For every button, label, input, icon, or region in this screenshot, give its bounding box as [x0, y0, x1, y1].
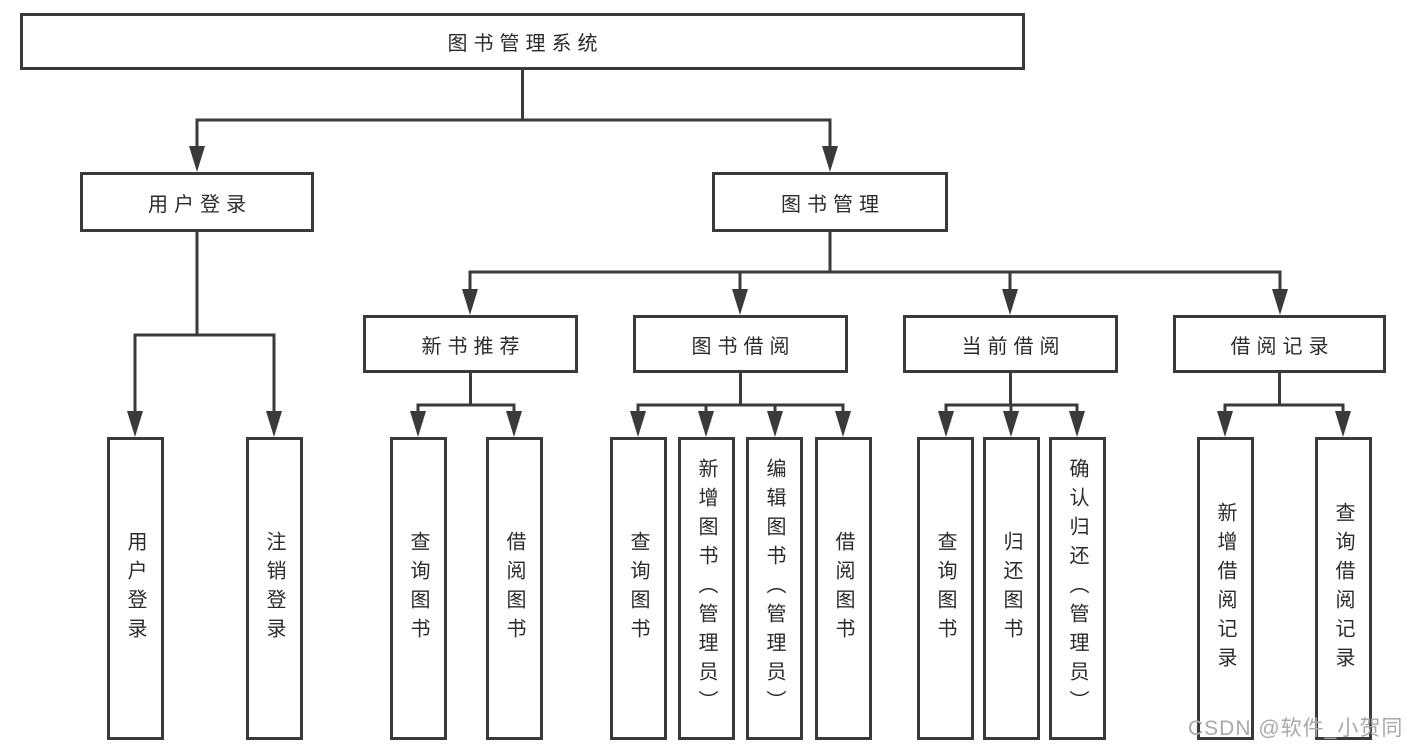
arrowhead-down-icon: [698, 411, 714, 437]
leaf-query-books-current: 查询图书: [917, 437, 974, 740]
node-book-management: 图书管理: [712, 172, 948, 232]
leaf-return-books: 归还图书: [983, 437, 1040, 740]
connector-current-borrow-to-leaves: [938, 373, 1085, 437]
node-label: 借阅图书: [503, 530, 525, 647]
connector-new-book-rec-to-leaves: [410, 373, 522, 437]
leaf-borrow-books-recommend: 借阅图书: [486, 437, 543, 740]
node-label: 新书推荐: [421, 335, 526, 358]
node-label: 查询借阅记录: [1332, 501, 1354, 676]
connector-user-login-to-leaves: [127, 232, 282, 437]
node-label: 借阅图书: [832, 530, 854, 647]
node-user-login: 用户登录: [80, 172, 314, 232]
arrowhead-down-icon: [767, 411, 783, 437]
node-label: 用户登录: [148, 193, 252, 216]
leaf-user-login: 用户登录: [107, 437, 164, 740]
arrowhead-down-icon: [189, 146, 205, 172]
arrowhead-down-icon: [266, 411, 282, 437]
leaf-query-books-borrow: 查询图书: [610, 437, 667, 740]
arrowhead-down-icon: [938, 411, 954, 437]
node-label: 图书管理: [781, 193, 885, 216]
node-label: 用户登录: [124, 530, 146, 647]
node-label: 注销登录: [263, 530, 285, 647]
node-label: 查询图书: [407, 530, 429, 647]
connector-book-mgmt-to-level3: [462, 232, 1288, 315]
arrowhead-down-icon: [462, 289, 478, 315]
node-label: 编辑图书（管理员）: [763, 458, 785, 719]
node-label: 确认归还（管理员）: [1066, 458, 1088, 719]
node-current-borrow: 当前借阅: [903, 315, 1118, 373]
arrowhead-down-icon: [630, 411, 646, 437]
arrowhead-down-icon: [1002, 289, 1018, 315]
connector-book-borrow-to-leaves: [630, 373, 851, 437]
node-label: 查询图书: [934, 530, 956, 647]
arrowhead-down-icon: [1335, 411, 1351, 437]
connector-root-to-level2: [189, 70, 838, 172]
arrowhead-down-icon: [1217, 411, 1233, 437]
csdn-watermark: CSDN @软件_小贺同学: [1188, 717, 1405, 740]
leaf-add-books-admin: 新增图书（管理员）: [678, 437, 735, 740]
leaf-query-borrow-record: 查询借阅记录: [1315, 437, 1372, 740]
node-new-book-recommend: 新书推荐: [363, 315, 578, 373]
leaf-confirm-return-admin: 确认归还（管理员）: [1049, 437, 1106, 740]
leaf-borrow-books: 借阅图书: [815, 437, 872, 740]
node-label: 图书管理系统: [447, 33, 604, 55]
arrowhead-down-icon: [506, 411, 522, 437]
arrowhead-down-icon: [410, 411, 426, 437]
leaf-query-books-recommend: 查询图书: [390, 437, 447, 740]
node-label: 借阅记录: [1230, 335, 1335, 358]
arrowhead-down-icon: [1272, 289, 1288, 315]
leaf-edit-books-admin: 编辑图书（管理员）: [746, 437, 803, 740]
node-label: 归还图书: [1000, 530, 1022, 647]
node-label: 当前借阅: [961, 335, 1066, 358]
arrowhead-down-icon: [1003, 411, 1019, 437]
arrowhead-down-icon: [835, 411, 851, 437]
node-book-borrow: 图书借阅: [633, 315, 848, 373]
node-library-system: 图书管理系统: [20, 13, 1025, 70]
connector-borrow-records-to-leaves: [1217, 373, 1351, 437]
node-label: 新增借阅记录: [1214, 501, 1236, 676]
node-label: 查询图书: [627, 530, 649, 647]
leaf-logout: 注销登录: [246, 437, 303, 740]
arrowhead-down-icon: [127, 411, 143, 437]
node-borrow-records: 借阅记录: [1173, 315, 1386, 373]
leaf-add-borrow-record: 新增借阅记录: [1197, 437, 1254, 740]
arrowhead-down-icon: [822, 146, 838, 172]
arrowhead-down-icon: [732, 289, 748, 315]
node-label: 新增图书（管理员）: [695, 458, 717, 719]
arrowhead-down-icon: [1069, 411, 1085, 437]
node-label: 图书借阅: [691, 335, 796, 358]
